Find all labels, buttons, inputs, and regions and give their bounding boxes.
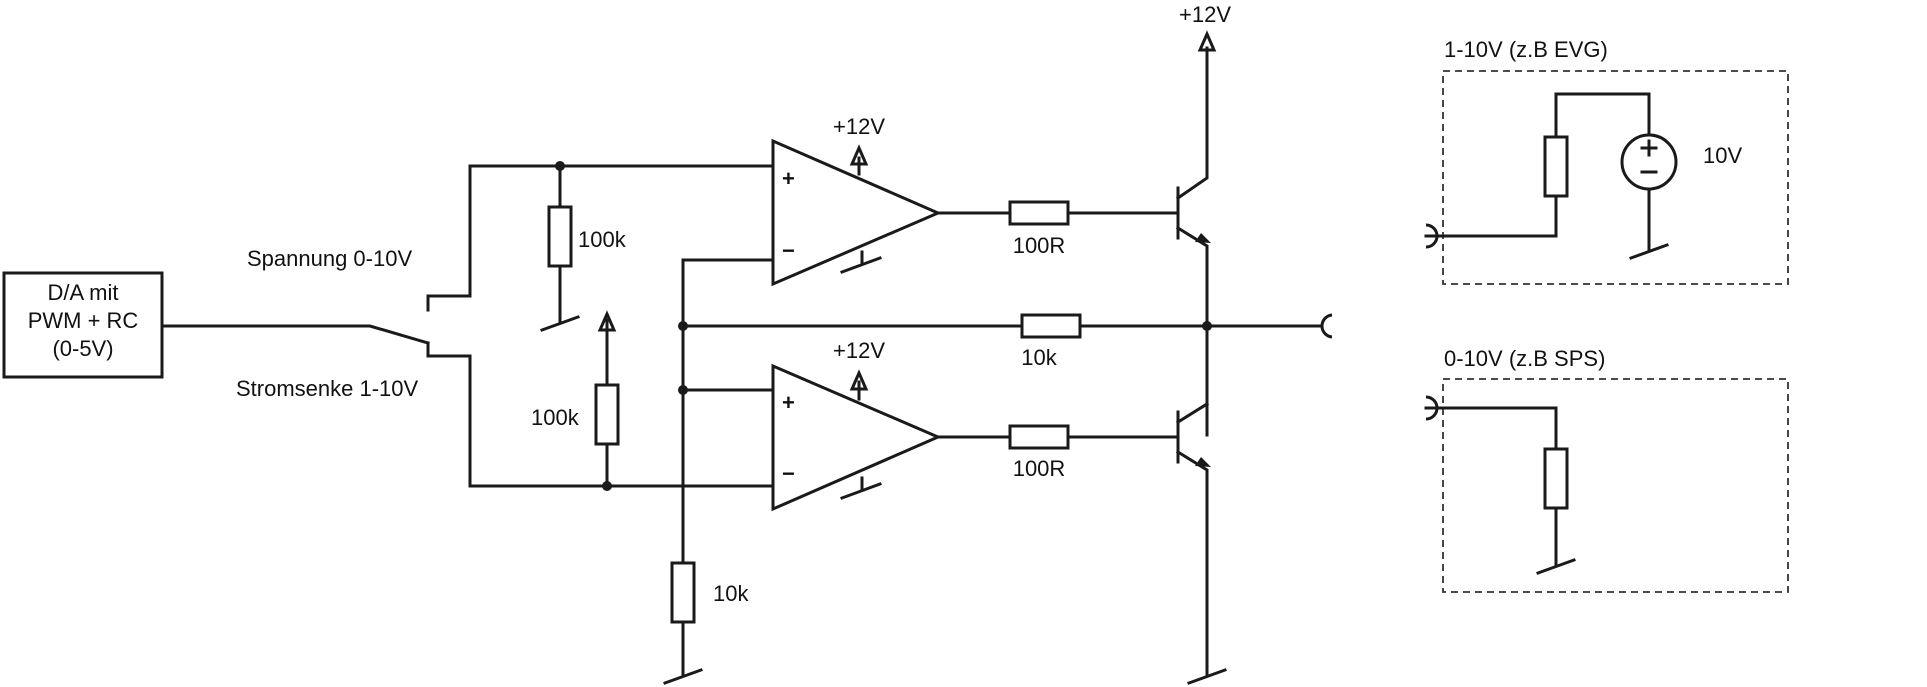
opamp-upper-plus: + xyxy=(782,166,795,191)
resistor-100k-lower xyxy=(594,383,620,446)
ground-symbol xyxy=(1629,243,1669,260)
opamp-upper: + − +12V 100R xyxy=(771,114,1180,287)
supply-arrow-icon xyxy=(1197,30,1217,52)
switch-lower-label: Stromsenke 1-10V xyxy=(236,376,419,401)
load-evg-resistor xyxy=(1543,135,1569,198)
dac-label-line2: PWM + RC xyxy=(28,308,139,333)
load-evg-source-label: 10V xyxy=(1703,143,1742,168)
dac-label-line3: (0-5V) xyxy=(52,336,113,361)
opamp-upper-supply-label: +12V xyxy=(833,114,885,139)
junction-dot xyxy=(678,321,688,331)
emitter-arrow-icon xyxy=(1195,233,1211,243)
load-evg-box: 1-10V (z.B EVG) 10V xyxy=(1424,37,1789,285)
transistor-supply-label: +12V xyxy=(1179,2,1231,27)
junction-dot xyxy=(678,385,688,395)
ground-symbol xyxy=(1536,558,1576,575)
opamp-lower-minus: − xyxy=(782,461,795,486)
resistor-10k-mid xyxy=(1020,313,1082,339)
opamp-lower-supply-label: +12V xyxy=(833,338,885,363)
transistor-upper-npn: +12V xyxy=(1175,2,1231,437)
resistor-100k-upper xyxy=(547,205,573,268)
resistor-10k-bottom xyxy=(670,561,696,624)
load-sps-resistor xyxy=(1543,447,1569,510)
emitter-arrow-icon xyxy=(1195,457,1211,467)
output-terminal-icon xyxy=(1320,313,1333,339)
ground-symbol xyxy=(840,482,882,500)
supply-arrow-icon xyxy=(597,310,617,332)
opamp-lower: + − +12V 100R xyxy=(771,338,1180,512)
transistor-lower-npn xyxy=(1175,401,1227,685)
ground-symbol xyxy=(540,315,580,332)
resistor-100r-upper-label: 100R xyxy=(1013,233,1066,258)
load-sps-box: 0-10V (z.B SPS) xyxy=(1424,346,1789,593)
resistor-10k-bottom-label: 10k xyxy=(713,581,749,606)
ground-symbol xyxy=(840,256,882,274)
resistor-10k-mid-label: 10k xyxy=(1021,345,1057,370)
lower-input-wiring: 100k xyxy=(468,310,775,491)
load-sps-title: 0-10V (z.B SPS) xyxy=(1444,346,1605,371)
feedback-resistor-10k: 10k xyxy=(1020,313,1333,370)
dac-label-line1: D/A mit xyxy=(48,280,119,305)
dac-source-block: D/A mit PWM + RC (0-5V) xyxy=(2,271,164,379)
resistor-100k-lower-label: 100k xyxy=(531,405,580,430)
supply-arrow-icon xyxy=(849,369,869,391)
resistor-100r-lower xyxy=(1008,424,1070,450)
changeover-switch: Spannung 0-10V Stromsenke 1-10V xyxy=(160,164,472,488)
opamp-lower-plus: + xyxy=(782,390,795,415)
ground-symbol xyxy=(1187,668,1227,685)
feedback-node: 10k xyxy=(663,258,1024,685)
supply-arrow-icon xyxy=(849,144,869,166)
resistor-100r-lower-label: 100R xyxy=(1013,456,1066,481)
load-evg-title: 1-10V (z.B EVG) xyxy=(1444,37,1608,62)
upper-input-wiring: 100k xyxy=(468,161,775,332)
switch-upper-label: Spannung 0-10V xyxy=(247,246,412,271)
resistor-100r-upper xyxy=(1008,200,1070,226)
resistor-100k-upper-label: 100k xyxy=(578,227,627,252)
opamp-upper-minus: − xyxy=(782,238,795,263)
ground-symbol xyxy=(663,668,703,685)
